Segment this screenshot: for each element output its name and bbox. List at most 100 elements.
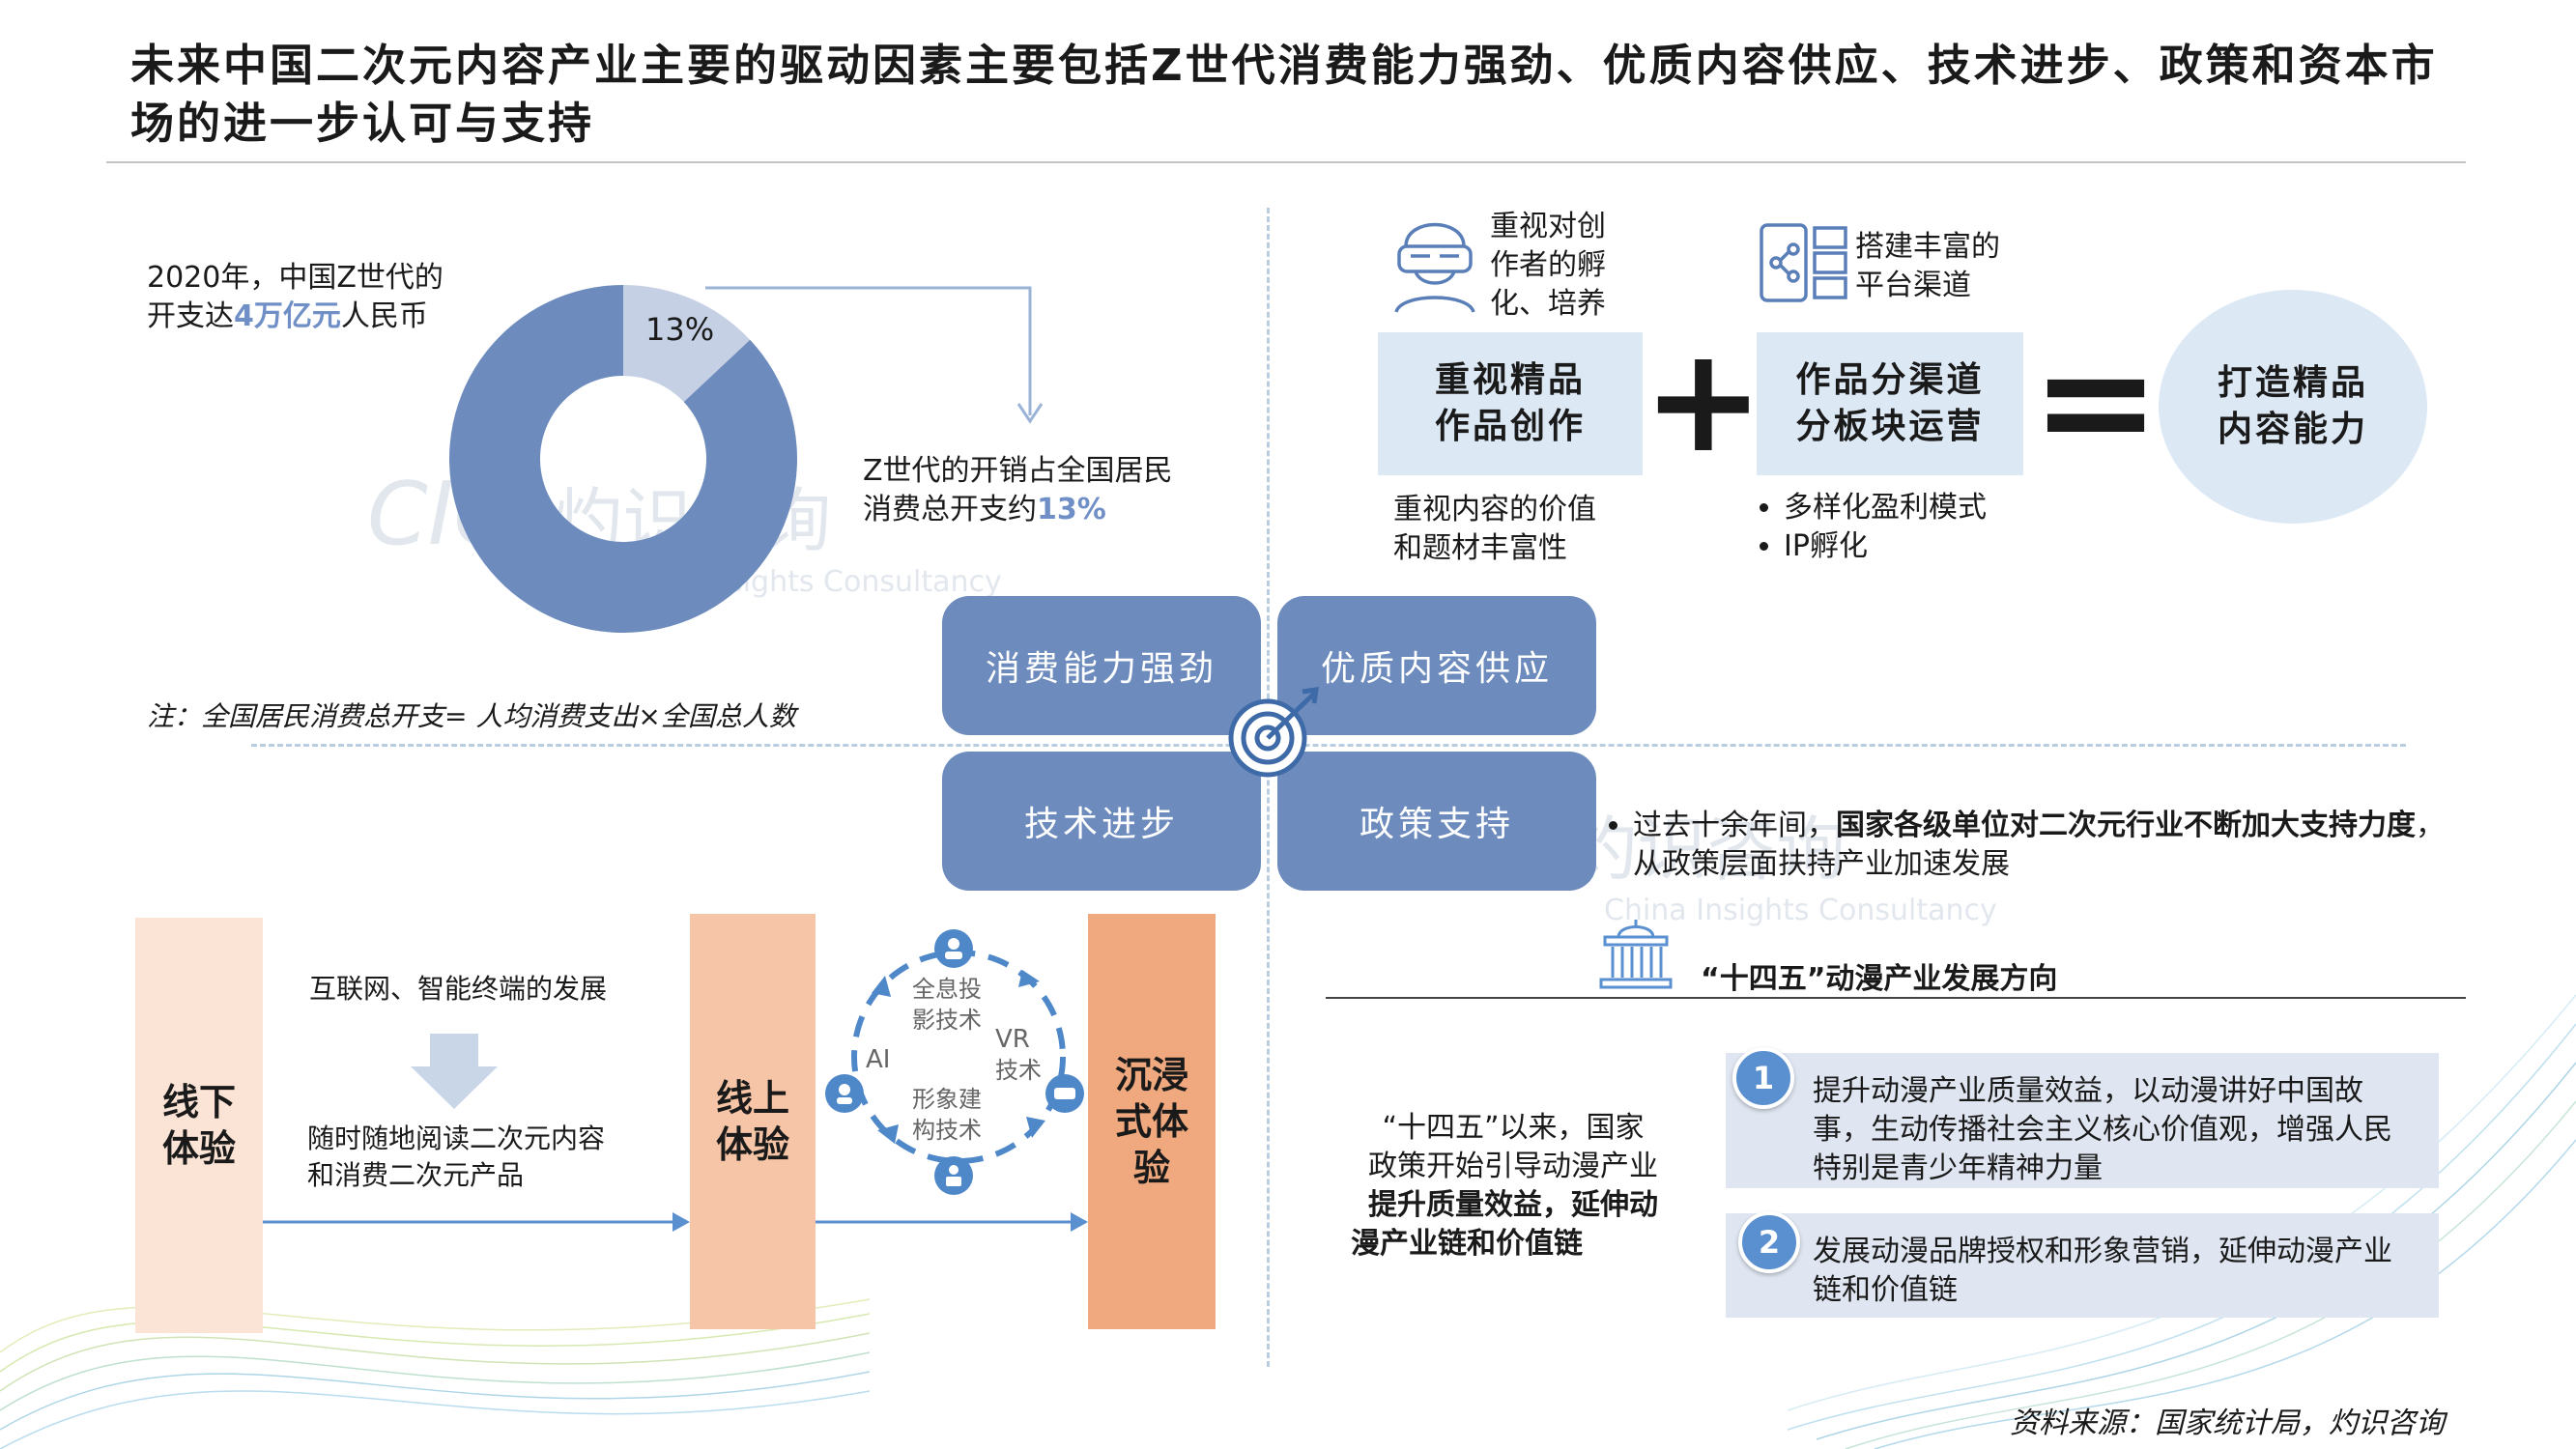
- donut-right-highlight: 13%: [1037, 493, 1106, 526]
- plus-sign: +: [1643, 317, 1764, 485]
- modeling-label-line-1: 形象建: [912, 1086, 982, 1113]
- immersive-experience-label: 沉浸式体验: [1114, 1054, 1188, 1189]
- modeling-label-line-2: 构技术: [912, 1117, 982, 1144]
- watermark-en: China Insights Consultancy: [1604, 894, 1997, 927]
- policy-item-1: 提升动漫产业质量效益，以动漫讲好中国故事，生动传播社会主义核心价值观，增强人民特…: [1726, 1053, 2439, 1188]
- quadrant-policy: 政策支持: [1277, 752, 1596, 891]
- modeling-label: 形象建 构技术: [912, 1084, 982, 1146]
- policy-item-1-badge: 1: [1732, 1047, 1794, 1109]
- page-title: 未来中国二次元内容产业主要的驱动因素主要包括Z世代消费能力强劲、优质内容供应、技…: [130, 40, 2438, 149]
- platform-caption: 搭建丰富的 平台渠道: [1855, 228, 2000, 305]
- content-value-line-2: 和题材丰富性: [1393, 531, 1567, 565]
- online-experience-label: 线上体验: [715, 1077, 789, 1166]
- donut-left-line-1: 2020年，中国Z世代的: [147, 261, 444, 295]
- vr-node-icon: [1045, 1074, 1084, 1113]
- policy-item-2-badge: 2: [1738, 1211, 1800, 1273]
- policy-heading: “十四五”动漫产业发展方向: [1701, 962, 2058, 996]
- policy-left-line-3: 提升质量效益，延伸动: [1368, 1188, 1658, 1222]
- donut-right-text: Z世代的开销占全国居民 消费总开支约13%: [863, 452, 1173, 529]
- policy-left-text: “十四五”以来，国家 政策开始引导动漫产业 提升质量效益，延伸动 漫产业链和价值…: [1349, 1109, 1677, 1264]
- content-bullets: 多样化盈利模式 IP孵化: [1757, 489, 1987, 566]
- tech-bottom-line-2: 和消费二次元产品: [307, 1159, 525, 1191]
- creator-caption-line-3: 化、培养: [1490, 287, 1606, 321]
- offline-experience-label: 线下体验: [161, 1081, 236, 1170]
- policy-bullet-bold: 国家各级单位对二次元行业不断加大支持力度: [1836, 809, 2416, 842]
- quality-works-line-2: 作品创作: [1434, 407, 1586, 446]
- watermark-cn: 灼识咨询: [1567, 809, 1846, 890]
- donut-left-post: 人民币: [340, 299, 428, 333]
- donut-slice-1: [449, 285, 797, 633]
- donut-chart: [449, 285, 797, 633]
- vertical-divider: [1267, 208, 1270, 1367]
- policy-item-1-text: 提升动漫产业质量效益，以动漫讲好中国故事，生动传播社会主义核心价值观，增强人民特…: [1813, 1074, 2392, 1185]
- policy-item-2-text: 发展动漫品牌授权和形象营销，延伸动漫产业链和价值链: [1813, 1235, 2392, 1307]
- hologram-node-icon: [934, 929, 973, 968]
- donut-right-line-2: 消费总开支约13%: [863, 491, 1173, 529]
- policy-left-line-1: “十四五”以来，国家: [1382, 1111, 1645, 1145]
- equals-sign: =: [2031, 310, 2161, 491]
- hologram-label: 全息投 影技术: [912, 974, 982, 1036]
- creator-vr-icon: [1394, 222, 1475, 313]
- platform-channel-icon: [1760, 223, 1847, 302]
- down-arrow-icon: [411, 1034, 498, 1109]
- offline-experience-column: 线下体验: [135, 918, 263, 1333]
- donut-left-pre: 开支达: [147, 299, 234, 333]
- bullet-ip-incubation: IP孵化: [1784, 527, 1987, 566]
- content-capability-line-2: 内容能力: [2217, 410, 2368, 449]
- content-capability-line-1: 打造精品: [2217, 363, 2368, 403]
- channel-operation-line-1: 作品分渠道: [1795, 360, 1985, 400]
- creator-caption: 重视对创 作者的孵 化、培养: [1490, 208, 1606, 324]
- content-capability-circle: 打造精品内容能力: [2159, 290, 2427, 524]
- quadrant-consumption: 消费能力强劲: [942, 596, 1261, 735]
- content-value-line-1: 重视内容的价值: [1393, 493, 1596, 526]
- donut-right-pre: 消费总开支约: [863, 493, 1037, 526]
- ai-label: AI: [866, 1045, 891, 1074]
- hologram-label-line-1: 全息投: [912, 976, 982, 1003]
- wave-decoration-right: [1788, 994, 2576, 1449]
- channel-operation-line-2: 分板块运营: [1795, 407, 1985, 446]
- policy-heading-rule: [1326, 997, 2466, 999]
- donut-left-highlight: 4万亿元: [234, 299, 341, 333]
- horizontal-divider: [251, 744, 2406, 747]
- government-building-icon: [1599, 920, 1673, 989]
- policy-bullet: 过去十余年间，国家各级单位对二次元行业不断加大支持力度，从政策层面扶持产业加速发…: [1614, 807, 2445, 884]
- tech-bottom-text: 随时随地阅读二次元内容 和消费二次元产品: [307, 1121, 605, 1194]
- policy-bullet-item: 过去十余年间，国家各级单位对二次元行业不断加大支持力度，从政策层面扶持产业加速发…: [1633, 807, 2445, 884]
- channel-operation-box: 作品分渠道分板块运营: [1757, 332, 2023, 475]
- policy-item-2: 发展动漫品牌授权和形象营销，延伸动漫产业链和价值链: [1726, 1213, 2439, 1318]
- creator-caption-line-1: 重视对创: [1490, 210, 1606, 243]
- donut-slice-label: 13%: [645, 311, 715, 348]
- quality-works-line-1: 重视精品: [1434, 360, 1586, 400]
- platform-caption-line-1: 搭建丰富的: [1855, 230, 2000, 264]
- donut-right-line-1: Z世代的开销占全国居民: [863, 454, 1173, 488]
- ai-node-icon: [825, 1074, 864, 1113]
- policy-bullet-post: ，从政策层面扶持产业加速发展: [1633, 809, 2445, 881]
- hologram-label-line-2: 影技术: [912, 1007, 982, 1034]
- source-note: 资料来源：国家统计局，灼识咨询: [2010, 1406, 2445, 1440]
- platform-caption-line-2: 平台渠道: [1855, 269, 1971, 302]
- content-value-text: 重视内容的价值 和题材丰富性: [1393, 491, 1596, 568]
- quadrant-content: 优质内容供应: [1277, 596, 1596, 735]
- arrow-offline-to-online: [263, 1212, 690, 1232]
- quality-works-box: 重视精品作品创作: [1378, 332, 1643, 475]
- immersive-experience-column: 沉浸式体验: [1088, 914, 1216, 1329]
- wave-decoration-left: [0, 1298, 870, 1449]
- donut-left-text: 2020年，中国Z世代的 开支达4万亿元人民币: [147, 259, 444, 336]
- arrow-online-to-immersive: [816, 1212, 1088, 1232]
- tech-top-text: 互联网、智能终端的发展: [309, 973, 608, 1005]
- donut-arrow: [705, 286, 1044, 424]
- modeling-node-icon: [934, 1156, 973, 1195]
- target-icon: [1228, 687, 1319, 778]
- donut-left-line-2: 开支达4万亿元人民币: [147, 298, 444, 336]
- online-experience-column: 线上体验: [690, 914, 816, 1329]
- donut-slice-0: [623, 285, 751, 403]
- tech-bottom-line-1: 随时随地阅读二次元内容: [307, 1122, 606, 1154]
- policy-bullet-pre: 过去十余年间，: [1633, 809, 1836, 842]
- vr-label-line-2: 技术: [995, 1057, 1042, 1084]
- vr-label-line-1: VR: [995, 1025, 1030, 1054]
- title-divider: [106, 161, 2466, 163]
- policy-left-line-2: 政策开始引导动漫产业: [1368, 1150, 1658, 1183]
- policy-left-line-4: 漫产业链和价值链: [1351, 1227, 1583, 1261]
- vr-label: VR 技术: [995, 1024, 1042, 1086]
- donut-note: 注：全国居民消费总开支= 人均消费支出×全国总人数: [147, 700, 796, 732]
